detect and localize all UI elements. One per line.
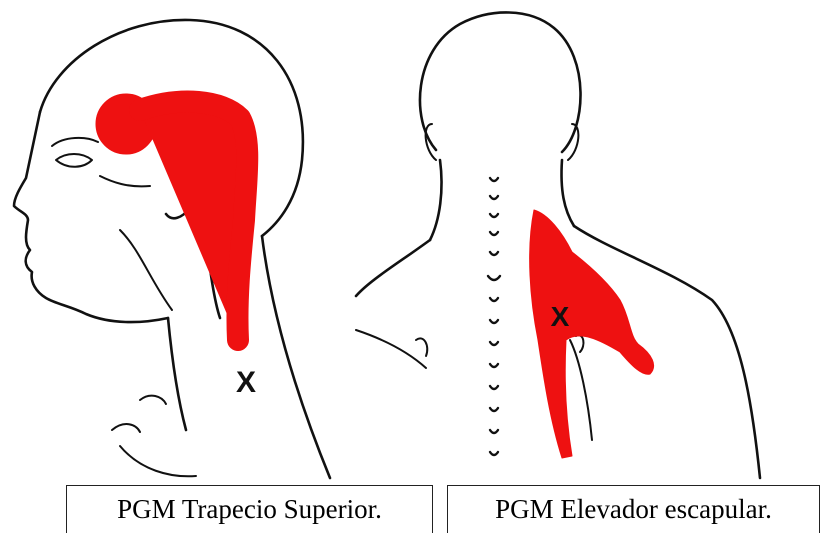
left-shoulder-line	[356, 240, 430, 296]
left-shoulder-detail	[416, 338, 427, 356]
head-outline-back	[420, 12, 581, 152]
cheek-line	[100, 176, 150, 186]
caption-box-left: PGM Trapecio Superior.	[66, 485, 433, 533]
left-scapula-line	[356, 330, 426, 368]
trigger-point-marker-back: X	[551, 301, 570, 332]
shoulder-line	[262, 236, 330, 478]
neck-front-line	[168, 318, 186, 430]
back-view-head-figure: X	[340, 0, 822, 533]
clavicle-line-2	[112, 424, 140, 432]
caption-upper-trapezius: PGM Trapecio Superior.	[67, 494, 432, 525]
right-scapula-line	[570, 340, 592, 440]
chest-line	[120, 446, 196, 476]
clavicle-line	[140, 396, 166, 404]
back-view-head-illustration: X	[340, 0, 822, 533]
neck-left-line	[430, 160, 442, 240]
spine-vertebrae	[488, 178, 500, 455]
trigger-point-marker: X	[236, 366, 256, 399]
right-shoulder-line	[574, 226, 760, 478]
jaw-line	[120, 230, 172, 310]
caption-levator-scapulae: PGM Elevador escapular.	[448, 494, 819, 525]
pain-referral-zone-levator-scapulae	[530, 210, 654, 458]
right-shoulder-detail	[576, 335, 583, 352]
caption-box-right: PGM Elevador escapular.	[447, 485, 820, 533]
eyebrow-line	[52, 138, 98, 146]
eye-outline	[56, 154, 92, 167]
neck-right-line	[562, 160, 575, 226]
